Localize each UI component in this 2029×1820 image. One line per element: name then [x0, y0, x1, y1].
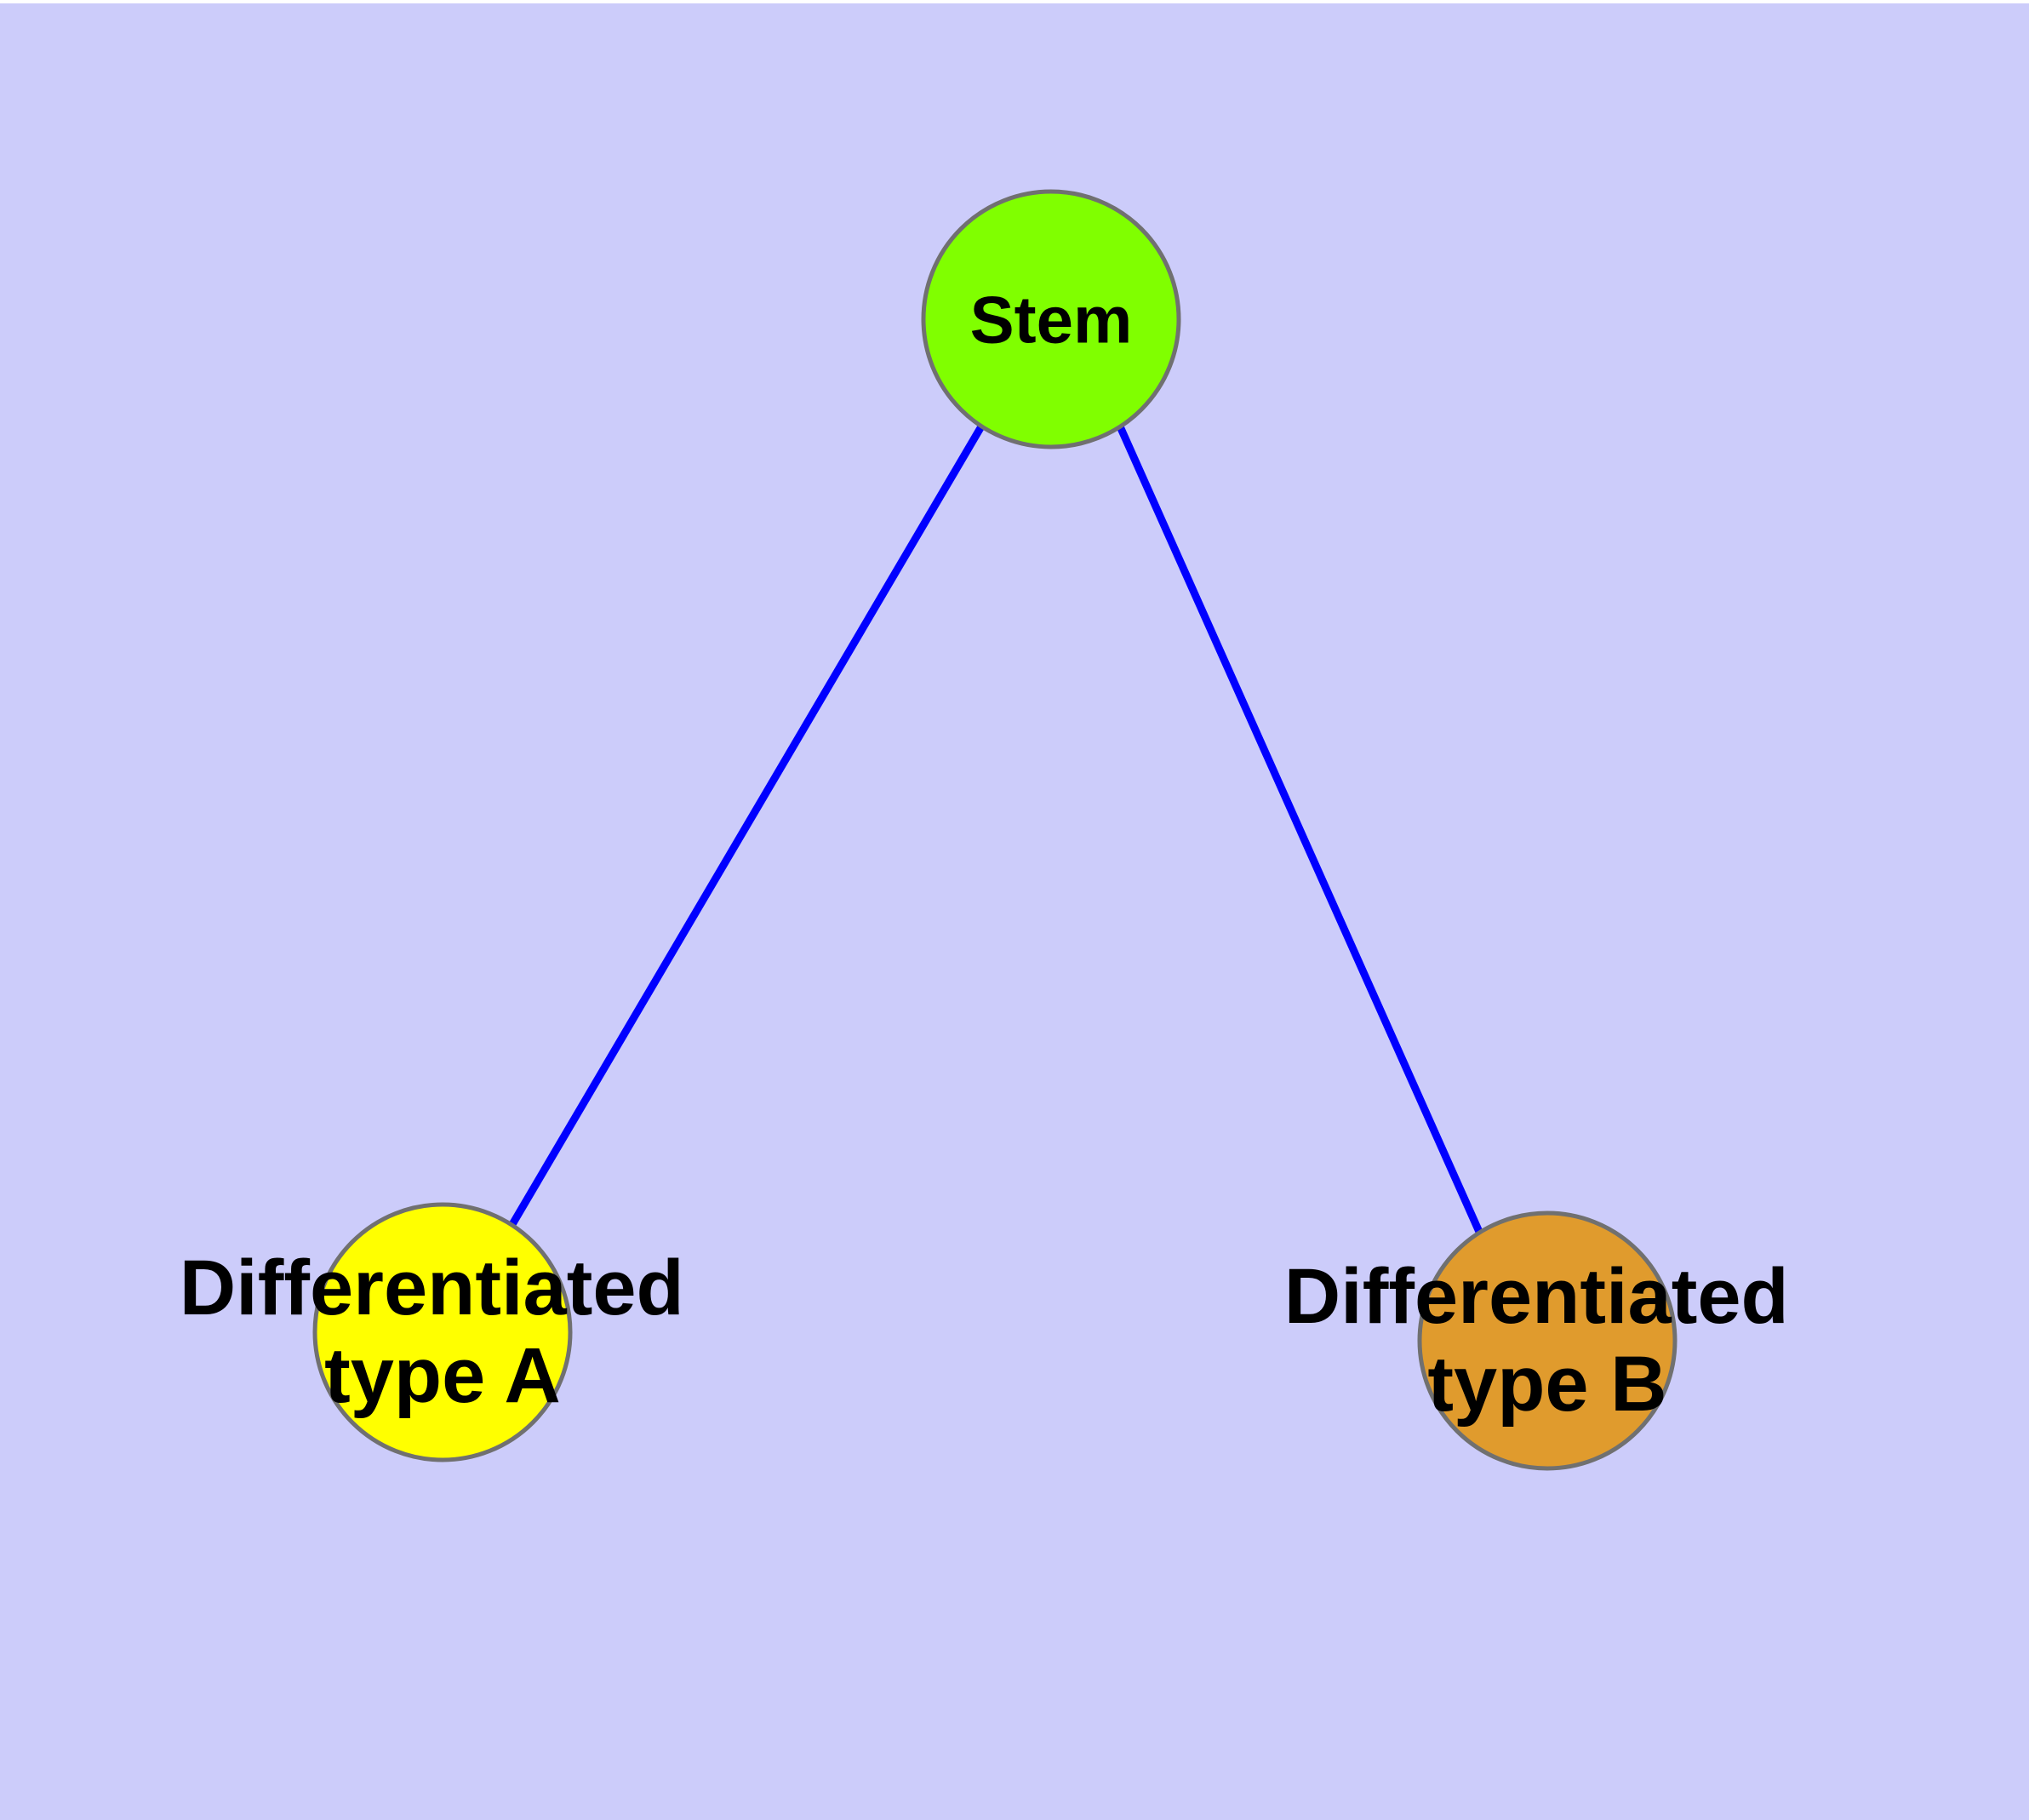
edge-layer	[508, 424, 1483, 1233]
node-differentiated-type-a-label-line-2: type A	[324, 1333, 561, 1420]
node-layer	[312, 189, 1677, 1471]
edge-stem-to-differentiated-type-b[interactable]	[1116, 425, 1483, 1233]
node-differentiated-type-b-label: Differentiated type B	[1284, 1248, 1811, 1428]
node-differentiated-type-b[interactable]	[1417, 1210, 1677, 1471]
edge-stem-to-differentiated-type-a[interactable]	[508, 424, 985, 1228]
node-differentiated-type-a[interactable]	[312, 1202, 573, 1462]
node-differentiated-type-a-circle[interactable]	[312, 1202, 573, 1462]
node-differentiated-type-b-circle[interactable]	[1417, 1210, 1677, 1471]
diagram-plot-area: Stem Differentiated type A Differentiate…	[0, 3, 2029, 1820]
node-differentiated-type-a-label: Differentiated type A	[180, 1239, 706, 1420]
node-stem-circle[interactable]	[921, 189, 1181, 449]
node-stem[interactable]	[921, 189, 1181, 449]
node-stem-label-line-1: Stem	[970, 282, 1133, 357]
node-differentiated-type-b-label-line-2: type B	[1427, 1342, 1666, 1428]
label-layer: Stem Differentiated type A Differentiate…	[180, 282, 1811, 1428]
node-differentiated-type-a-label-line-1: Differentiated	[180, 1245, 684, 1331]
node-link-graph: Stem Differentiated type A Differentiate…	[180, 189, 1811, 1471]
node-differentiated-type-b-label-line-1: Differentiated	[1284, 1253, 1789, 1340]
node-stem-label: Stem	[970, 282, 1133, 357]
